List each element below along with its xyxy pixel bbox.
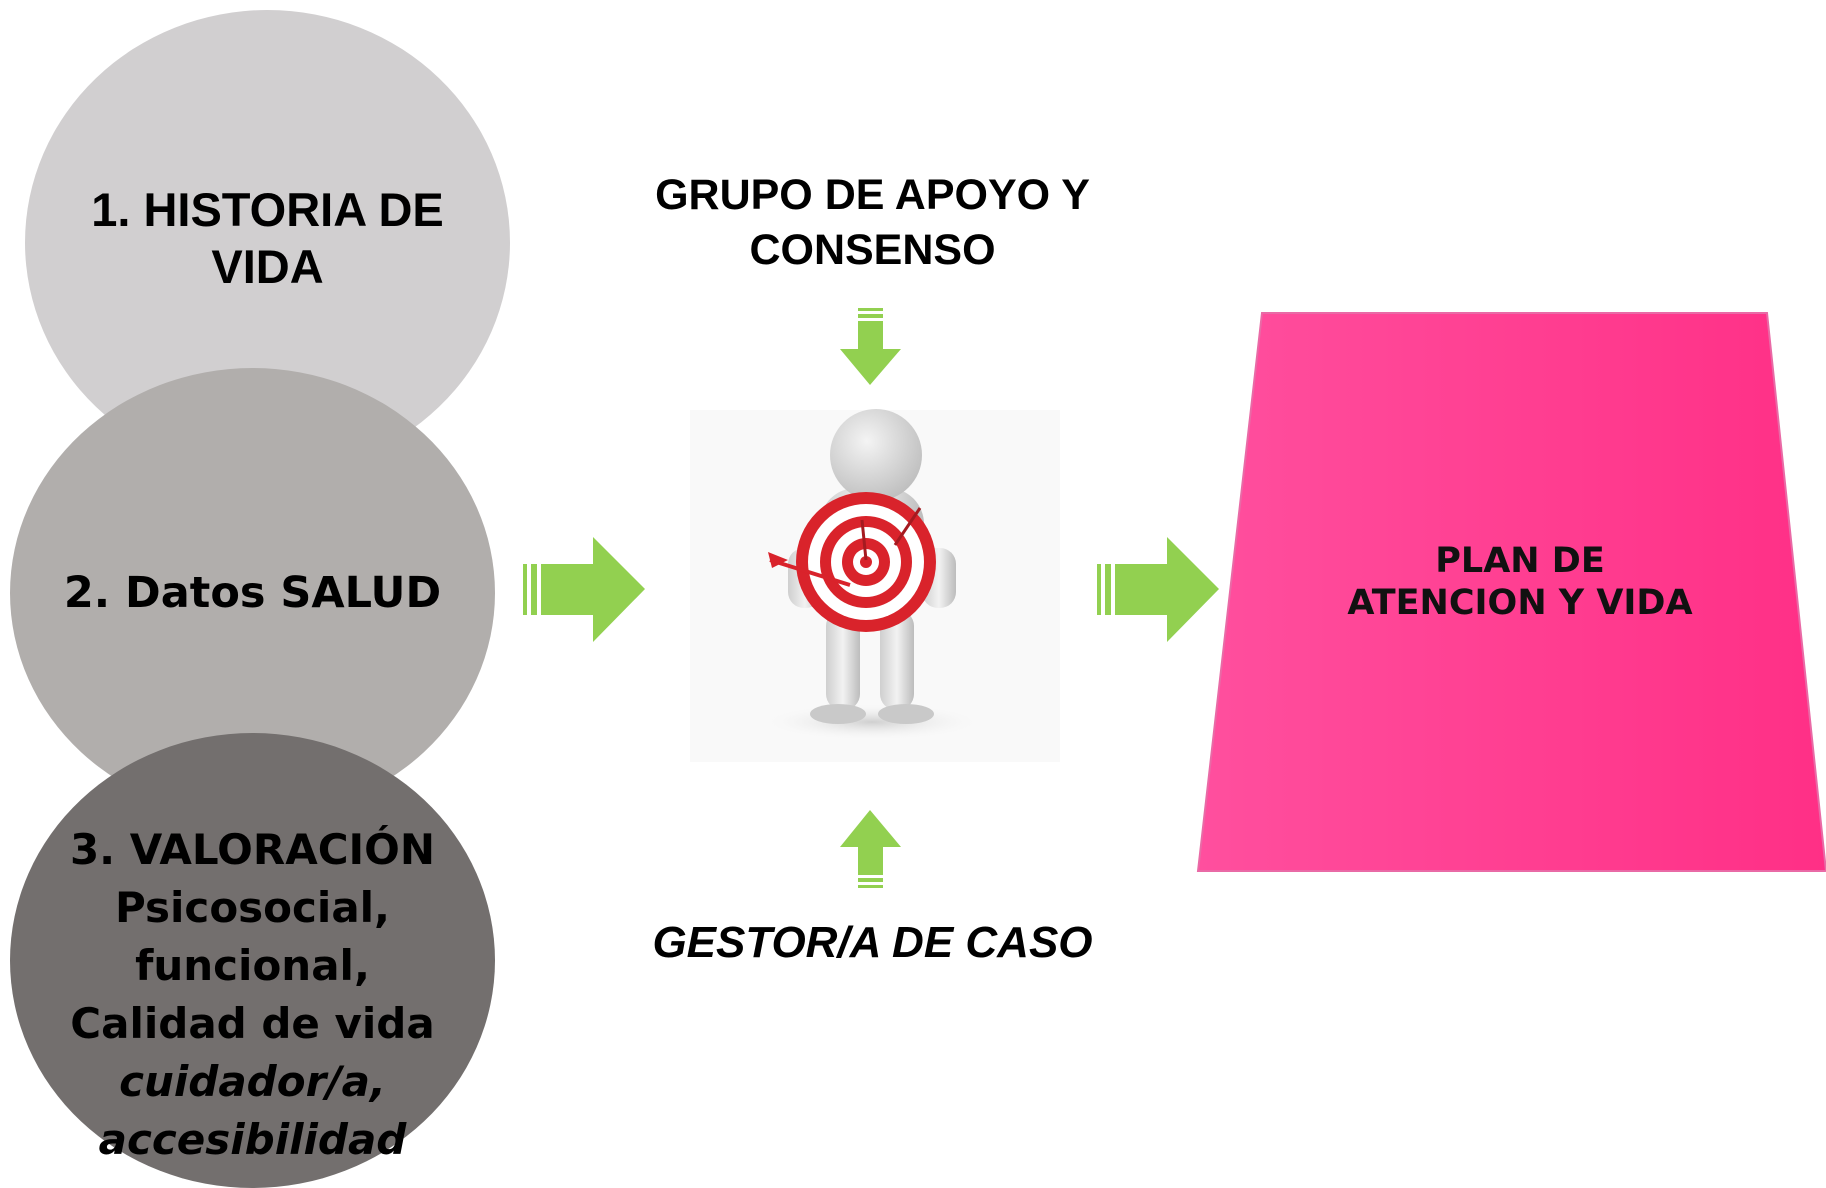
arrow-up [840,810,901,888]
circle-3-italic-line-2: accesibilidad [98,1115,407,1164]
valoracion-circle: 3. VALORACIÓN Psicosocial, funcional, Ca… [10,733,495,1188]
plan-shape [1196,312,1826,872]
grupo-apoyo-label: GRUPO DE APOYO Y CONSENSO [600,168,1145,278]
plan-atencion-label: PLAN DE ATENCION Y VIDA [1240,540,1800,624]
circle-3-italic-line-1: cuidador/a, [119,1057,386,1106]
plan-label-line-2: ATENCION Y VIDA [1347,583,1693,623]
arrow-down [840,308,901,385]
datos-salud-circle: 2. Datos SALUD [10,368,495,818]
top-label-line-1: GRUPO DE APOYO Y [655,171,1090,219]
circle-3-line-4: Calidad de vida [70,999,435,1048]
top-label-line-2: CONSENSO [749,226,996,274]
plan-label-line-1: PLAN DE [1435,541,1605,581]
circle-1-line-2: VIDA [211,239,324,293]
circle-3-line-3: funcional, [135,941,370,990]
arrow-right-plan [1097,537,1219,642]
arrow-right-left [523,537,645,642]
circle-3-line-2: Psicosocial, [114,883,391,932]
circle-1-line-1: 1. HISTORIA DE [91,182,444,236]
circle-2-line-1: 2. Datos SALUD [63,568,442,618]
gestor-caso-label: GESTOR/A DE CASO [652,918,1093,967]
figure-target-illustration [690,409,1060,762]
circle-3-line-1: 3. VALORACIÓN [69,825,436,874]
